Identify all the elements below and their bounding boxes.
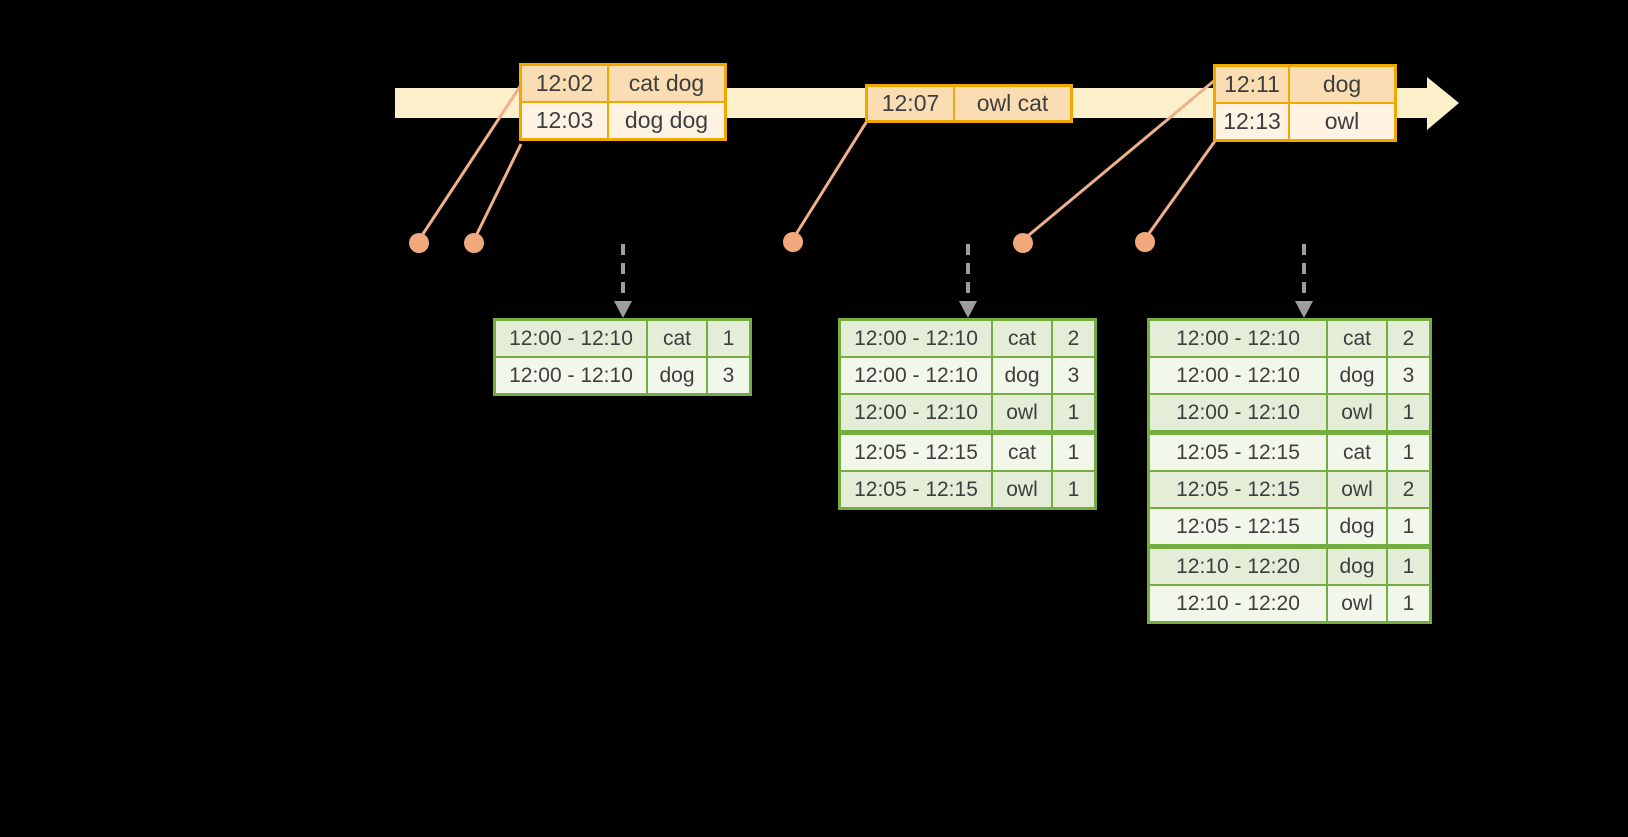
window-cell: 12:10 - 12:20	[1147, 584, 1328, 624]
word-cell: cat	[991, 430, 1053, 472]
window-cell: 12:05 - 12:15	[838, 430, 993, 472]
result-table: 12:00 - 12:10 cat 2 12:00 - 12:10 dog 3 …	[1147, 318, 1432, 624]
word-cell: cat	[991, 318, 1053, 358]
count-cell: 1	[1386, 393, 1432, 434]
count-cell: 2	[1386, 318, 1432, 358]
count-cell: 2	[1386, 470, 1432, 509]
event-dot	[1013, 233, 1033, 253]
window-cell: 12:00 - 12:10	[1147, 356, 1328, 395]
window-cell: 12:10 - 12:20	[1147, 544, 1328, 586]
event-time-cell: 12:03	[519, 101, 609, 141]
event-line	[791, 120, 869, 240]
trigger-arrow-icon	[959, 244, 977, 318]
word-cell: dog	[991, 356, 1053, 395]
event-words-cell: owl cat	[953, 84, 1073, 123]
event-words-cell: cat dog	[607, 63, 727, 103]
window-cell: 12:05 - 12:15	[1147, 470, 1328, 509]
event-dot	[1135, 232, 1155, 252]
window-cell: 12:05 - 12:15	[838, 470, 993, 510]
count-cell: 1	[1051, 430, 1097, 472]
count-cell: 3	[1051, 356, 1097, 395]
result-table: 12:00 - 12:10 cat 1 12:00 - 12:10 dog 3	[493, 318, 752, 396]
event-time-cell: 12:11	[1213, 64, 1290, 104]
trigger-arrow-icon	[1295, 244, 1313, 318]
count-cell: 1	[706, 318, 752, 358]
trigger-arrow-icon	[614, 244, 632, 318]
count-cell: 1	[1051, 470, 1097, 510]
window-cell: 12:00 - 12:10	[838, 356, 993, 395]
event-words-cell: dog	[1288, 64, 1397, 104]
count-cell: 1	[1386, 544, 1432, 586]
word-cell: cat	[646, 318, 708, 358]
window-cell: 12:00 - 12:10	[493, 356, 648, 396]
word-cell: dog	[1326, 507, 1388, 548]
count-cell: 1	[1386, 430, 1432, 472]
count-cell: 1	[1386, 584, 1432, 624]
window-cell: 12:00 - 12:10	[493, 318, 648, 358]
count-cell: 1	[1386, 507, 1432, 548]
window-cell: 12:00 - 12:10	[838, 393, 993, 434]
word-cell: dog	[646, 356, 708, 396]
count-cell: 1	[1051, 393, 1097, 434]
event-line	[1022, 78, 1216, 242]
event-time-cell: 12:07	[865, 84, 955, 123]
count-cell: 3	[706, 356, 752, 396]
word-cell: dog	[1326, 356, 1388, 395]
event-words-cell: dog dog	[607, 101, 727, 141]
event-line	[1143, 140, 1217, 240]
event-time-cell: 12:02	[519, 63, 609, 103]
count-cell: 3	[1386, 356, 1432, 395]
event-table: 12:07 owl cat	[865, 84, 1073, 123]
word-cell: cat	[1326, 430, 1388, 472]
event-line	[417, 84, 523, 241]
event-time-cell: 12:13	[1213, 102, 1290, 142]
word-cell: owl	[991, 393, 1053, 434]
result-table: 12:00 - 12:10 cat 2 12:00 - 12:10 dog 3 …	[838, 318, 1097, 510]
event-line	[472, 143, 523, 241]
window-cell: 12:05 - 12:15	[1147, 430, 1328, 472]
word-cell: owl	[991, 470, 1053, 510]
event-words-cell: owl	[1288, 102, 1397, 142]
word-cell: owl	[1326, 584, 1388, 624]
word-cell: owl	[1326, 393, 1388, 434]
event-dot	[464, 233, 484, 253]
window-cell: 12:00 - 12:10	[1147, 318, 1328, 358]
event-table: 12:02 cat dog 12:03 dog dog	[519, 63, 727, 141]
event-dot	[409, 233, 429, 253]
event-table: 12:11 dog 12:13 owl	[1213, 64, 1397, 142]
window-cell: 12:00 - 12:10	[1147, 393, 1328, 434]
timeline-arrowhead-icon	[1427, 77, 1459, 130]
word-cell: owl	[1326, 470, 1388, 509]
window-cell: 12:05 - 12:15	[1147, 507, 1328, 548]
word-cell: cat	[1326, 318, 1388, 358]
word-cell: dog	[1326, 544, 1388, 586]
window-cell: 12:00 - 12:10	[838, 318, 993, 358]
count-cell: 2	[1051, 318, 1097, 358]
event-dot	[783, 232, 803, 252]
